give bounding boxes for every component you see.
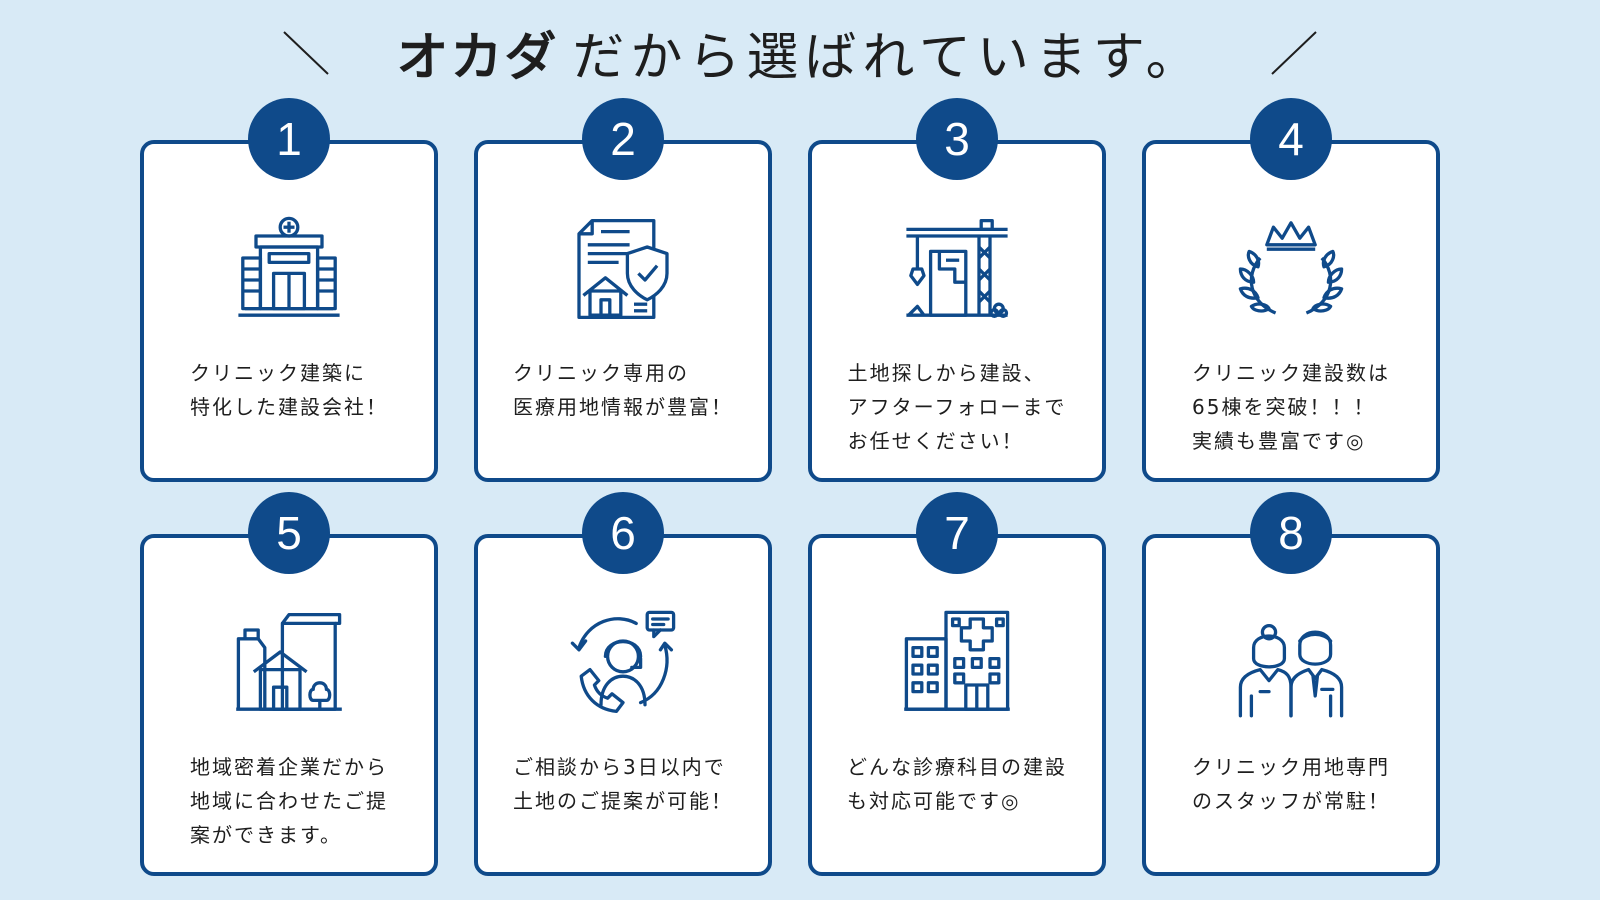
feature-text-line: ご相談から3日以内で	[513, 755, 726, 779]
feature-card-1: 1 クリニック建築に 特化した建設会社！	[140, 98, 438, 482]
feature-card-5: 5 地域密着企業だから 地域に合わせたご提 案ができます。	[140, 492, 438, 876]
page-title: オカダだから選ばれています。	[396, 15, 1203, 90]
feature-text-line: 土地探しから建設、	[847, 361, 1046, 385]
feature-text-line: 土地のご提案が可能！	[513, 789, 733, 813]
feature-text: どんな診療科目の建設 も対応可能です◎	[832, 750, 1082, 818]
feature-text: クリニック建設数は 65棟を突破！！！ 実績も豊富です◎	[1166, 356, 1416, 458]
feature-card-3: 3 土地探しから建設、 アフターフォローまで	[808, 98, 1106, 482]
feature-text-line: アフターフォローまで	[847, 395, 1067, 419]
feature-card-2: 2 クリニック専用の 医療用地情報が豊富！	[474, 98, 772, 482]
feature-text: 土地探しから建設、 アフターフォローまで お任せください！	[832, 356, 1082, 458]
title-rest: だから選ばれています。	[572, 27, 1204, 88]
feature-number-badge: 8	[1250, 492, 1332, 574]
feature-text-line: 特化した建設会社！	[190, 395, 388, 419]
support-operator-icon	[568, 608, 678, 718]
feature-card-4: 4 クリニック建設数は 65棟を突破！！！ 実績も豊富です◎	[1142, 98, 1440, 482]
feature-text: 地域密着企業だから 地域に合わせたご提 案ができます。	[164, 750, 414, 852]
construction-crane-icon	[902, 214, 1012, 324]
document-shield-house-icon	[568, 214, 678, 324]
feature-number-badge: 7	[916, 492, 998, 574]
medical-building-icon	[902, 608, 1012, 718]
feature-text-line: クリニック建設数は	[1192, 361, 1390, 385]
laurel-crown-icon	[1236, 214, 1346, 324]
feature-number-badge: 2	[582, 98, 664, 180]
feature-text-line: 実績も豊富です◎	[1192, 429, 1366, 453]
feature-number-badge: 1	[248, 98, 330, 180]
features-grid: 1 クリニック建築に 特化した建設会社！	[140, 98, 1460, 888]
feature-text-line: も対応可能です◎	[847, 789, 1021, 813]
feature-number-badge: 5	[248, 492, 330, 574]
feature-text-line: のスタッフが常駐！	[1192, 789, 1390, 813]
feature-text-line: 地域に合わせたご提	[190, 789, 388, 813]
feature-card-6: 6 ご相談から3日以内で 土地のご提案が可能！	[474, 492, 772, 876]
feature-text: ご相談から3日以内で 土地のご提案が可能！	[498, 750, 748, 818]
feature-text: クリニック建築に 特化した建設会社！	[164, 356, 414, 424]
left-slash-icon	[283, 31, 330, 75]
right-slash-icon	[1270, 31, 1317, 75]
feature-number-badge: 4	[1250, 98, 1332, 180]
feature-text-line: お任せください！	[847, 429, 1024, 453]
feature-card-7: 7 どんな診療科目の建設 も対応可能です◎	[808, 492, 1106, 876]
feature-card-8: 8 クリニック用地専門 のスタッフが常駐！	[1142, 492, 1440, 876]
feature-text-line: 案ができます。	[190, 823, 342, 847]
local-house-buildings-icon	[234, 608, 344, 718]
feature-number-badge: 6	[582, 492, 664, 574]
feature-text-line: クリニック専用の	[513, 361, 689, 385]
page-heading: オカダだから選ばれています。	[0, 14, 1600, 90]
feature-text-line: 地域密着企業だから	[190, 755, 388, 779]
staff-couple-icon	[1236, 608, 1346, 718]
feature-text-line: 65棟を突破！！！	[1192, 395, 1376, 419]
brand-name: オカダ	[396, 27, 559, 88]
feature-text-line: どんな診療科目の建設	[847, 755, 1067, 779]
feature-text-line: クリニック建築に	[190, 361, 366, 385]
feature-text-line: クリニック用地専門	[1192, 755, 1390, 779]
feature-text-line: 医療用地情報が豊富！	[513, 395, 733, 419]
hospital-building-icon	[234, 214, 344, 324]
feature-number-badge: 3	[916, 98, 998, 180]
feature-text: クリニック専用の 医療用地情報が豊富！	[498, 356, 748, 424]
feature-text: クリニック用地専門 のスタッフが常駐！	[1166, 750, 1416, 818]
